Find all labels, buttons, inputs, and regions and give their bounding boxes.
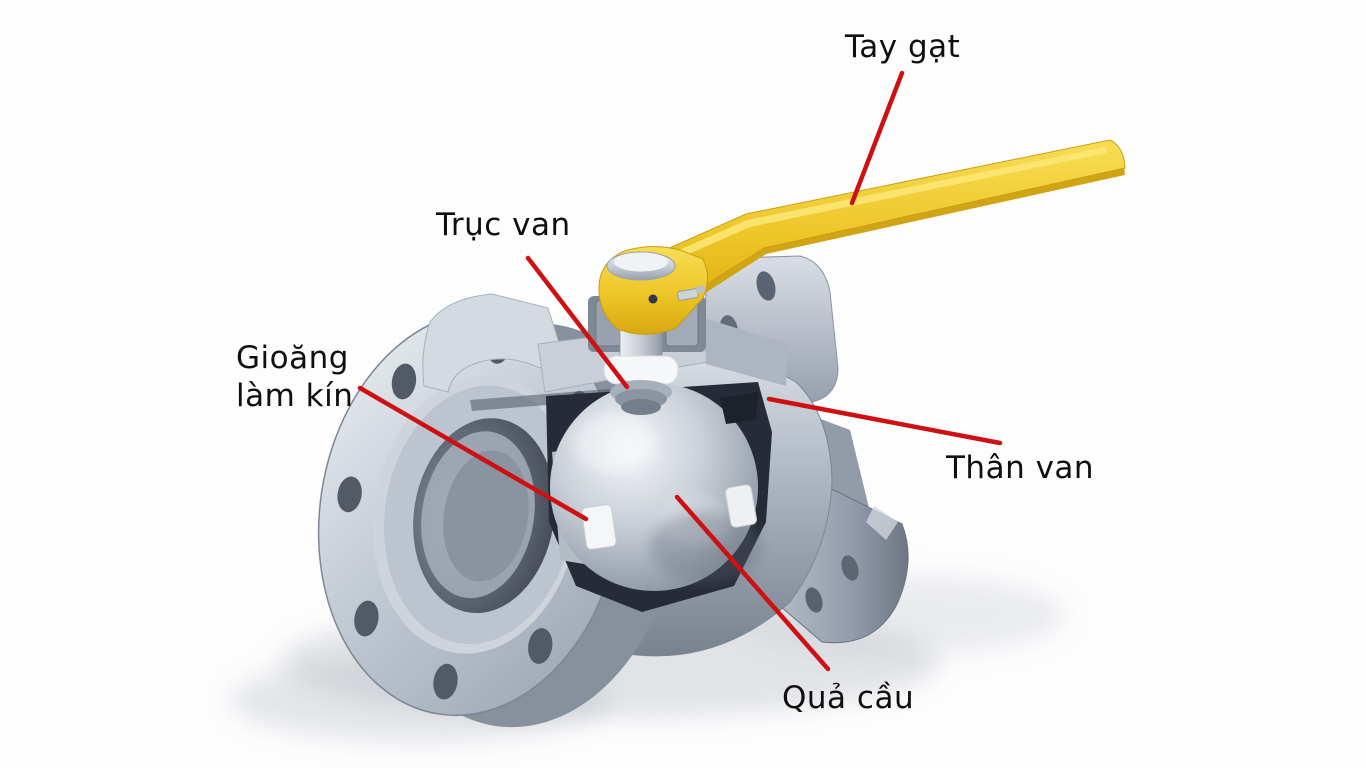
ball-slot (720, 392, 758, 424)
lever-handle (598, 139, 1126, 335)
seat-seal-left (581, 504, 617, 550)
hub-pin-hole (648, 294, 658, 304)
seat-seal-right (725, 484, 757, 528)
label-body: Thân van (946, 449, 1094, 487)
bolt-hole (805, 587, 823, 613)
label-handle: Tay gạt (845, 28, 960, 66)
bolt-hole (756, 271, 776, 301)
leader-line-handle (849, 70, 905, 206)
leader-lines (357, 70, 1003, 672)
leader-line-seal (357, 385, 589, 522)
label-seal-text-line1: Gioăng (236, 340, 349, 376)
leader-line-ball (674, 494, 831, 672)
bolt-hole (841, 555, 859, 581)
seat-seals (581, 484, 757, 550)
label-seal: Gioăng làm kín (236, 339, 353, 415)
label-handle-text: Tay gạt (845, 29, 961, 65)
label-ball: Quả cầu (782, 679, 914, 717)
label-ball-text: Quả cầu (782, 680, 915, 716)
label-stem-text: Trục van (436, 207, 571, 243)
label-seal-text-line2: làm kín (236, 378, 354, 414)
label-stem: Trục van (436, 206, 571, 244)
label-body-text: Thân van (946, 450, 1095, 486)
leader-line-stem (525, 255, 630, 390)
leader-line-body (766, 396, 1003, 446)
